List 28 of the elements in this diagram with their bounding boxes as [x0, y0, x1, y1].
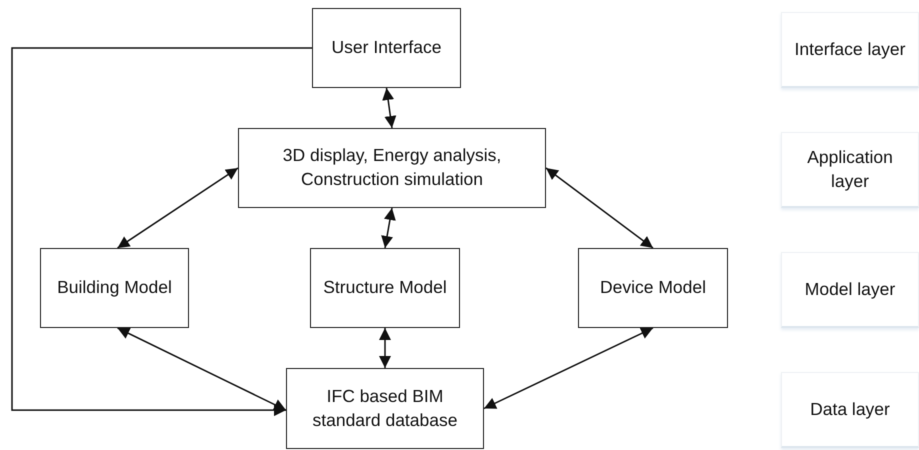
box-label: IFC based BIM standard database — [312, 384, 458, 432]
process-box — [238, 128, 546, 208]
process-box — [286, 368, 484, 449]
arrow — [381, 208, 396, 248]
layer-card — [781, 12, 919, 88]
box-label: Model layer — [804, 278, 896, 301]
layer-card — [781, 252, 919, 328]
box-label: User Interface — [330, 36, 442, 60]
box-label: Building Model — [56, 276, 173, 300]
arrow — [546, 167, 654, 249]
process-box — [312, 8, 461, 88]
arrow — [11, 47, 312, 416]
box-label: Interface layer — [794, 38, 906, 61]
process-box — [578, 248, 728, 328]
box-label: Device Model — [598, 276, 708, 300]
arrow — [379, 328, 391, 368]
layer-card — [781, 372, 919, 448]
box-label: Structure Model — [322, 276, 448, 300]
arrow — [117, 167, 238, 249]
process-box — [40, 248, 189, 328]
arrow — [117, 327, 286, 411]
layer-card — [781, 132, 919, 208]
process-box — [310, 248, 460, 328]
box-label: 3D display, Energy analysis, Construction simulation — [282, 144, 502, 191]
box-label: Application layer — [806, 146, 894, 193]
box-label: Data layer — [809, 398, 891, 421]
arrow — [382, 88, 396, 128]
arrow — [484, 327, 654, 410]
